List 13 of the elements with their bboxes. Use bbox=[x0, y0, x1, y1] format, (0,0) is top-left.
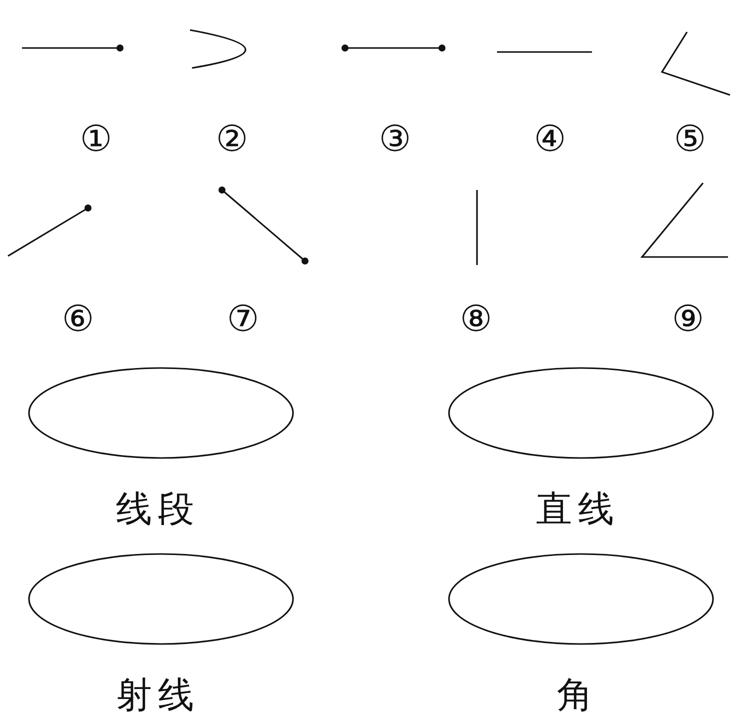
figure-number: ⑦ bbox=[226, 300, 260, 340]
category-label: 角 bbox=[557, 676, 599, 716]
category-label: 射线 bbox=[116, 676, 200, 716]
figure-number: ⑨ bbox=[672, 300, 704, 340]
figure-number: ② bbox=[216, 120, 248, 160]
figure-number: ③ bbox=[378, 120, 412, 160]
figure-number: ⑧ bbox=[460, 300, 492, 340]
figure-number: ④ bbox=[534, 120, 566, 160]
figure-number: ① bbox=[80, 120, 112, 160]
figure-number: ⑤ bbox=[674, 120, 706, 160]
category-label: 线段 bbox=[116, 490, 200, 530]
figure-number: ⑥ bbox=[62, 300, 94, 340]
category-label: 直线 bbox=[536, 490, 620, 530]
